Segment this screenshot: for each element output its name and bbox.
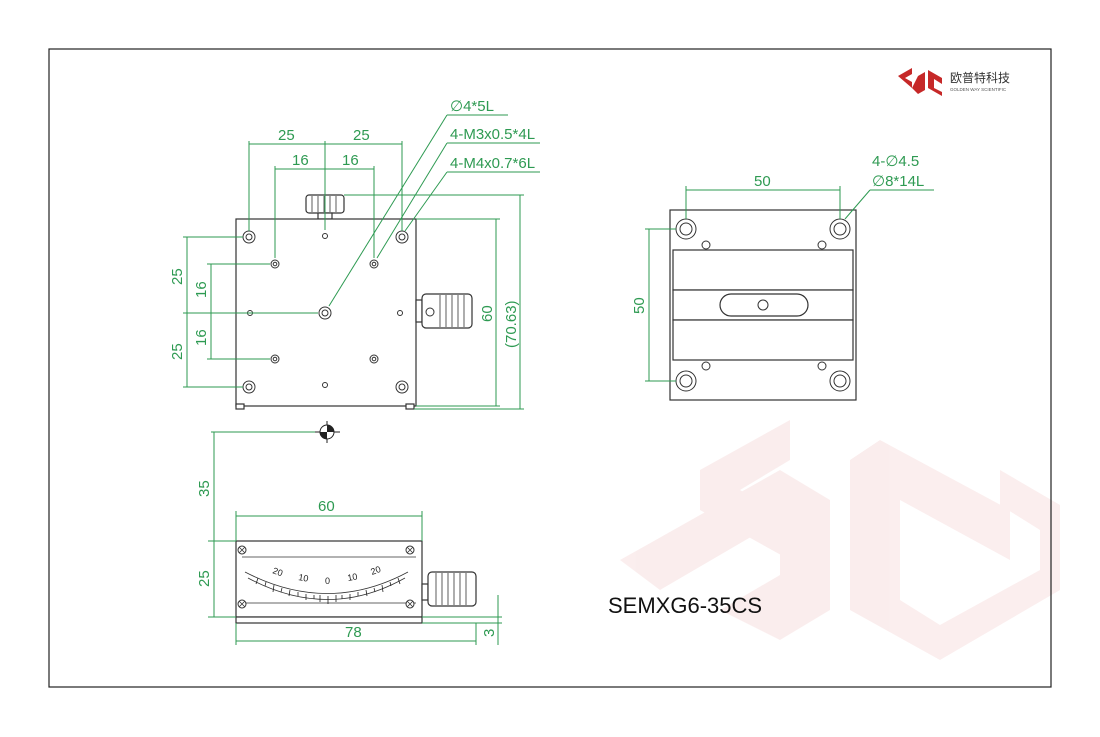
front-screws	[237, 545, 415, 609]
scale-arc	[244, 571, 409, 594]
dim-front-3: 3	[481, 629, 498, 637]
dim-top-16-left: 16	[292, 152, 309, 169]
side-knob-stem	[415, 299, 423, 323]
front-knob	[427, 571, 477, 607]
dim-front-35: 35	[196, 480, 213, 497]
callout-hole: ∅4*5L	[450, 98, 494, 115]
top-view: 25 25 16 16 25 16 16 25 60 (70.63)	[169, 98, 540, 410]
bottom-dimension-lines	[645, 186, 934, 382]
side-knob-screw	[425, 307, 435, 317]
datum-target-icon	[211, 421, 340, 443]
front-view: 20 10 0 10 20 35 60 25	[196, 432, 502, 645]
dim-right-70-63: (70.63)	[503, 300, 520, 348]
callout-leaders	[328, 114, 540, 307]
callout-counterbore: ∅8*14L	[872, 173, 924, 190]
watermark-logo	[620, 420, 1060, 660]
front-body	[235, 540, 423, 618]
counterbore-holes	[675, 218, 851, 392]
bottom-view: 50 50 4-∅4.5 ∅8*14L	[631, 153, 934, 401]
dim-front-60: 60	[318, 498, 335, 515]
model-name: SEMXG6-35CS	[608, 593, 762, 618]
dim-left-16-top: 16	[193, 281, 210, 298]
front-base	[235, 616, 423, 624]
scale-label-left-10: 10	[298, 572, 310, 584]
small-holes	[701, 240, 827, 371]
top-dimension-lines	[248, 141, 403, 258]
front-dimension-lines	[208, 432, 502, 645]
callout-side-holes: 4-∅4.5	[872, 153, 919, 170]
scale-ticks	[255, 577, 401, 604]
top-foot-right	[405, 403, 415, 410]
dim-top-25-left: 25	[278, 127, 295, 144]
callout-m3: 4-M3x0.5*4L	[450, 126, 535, 143]
left-dimension-lines	[183, 236, 318, 388]
company-logo: 欧普特科技 GOLDEN WAY SCIENTIFIC	[898, 68, 1010, 96]
logo-mark-icon	[898, 68, 942, 96]
dim-left-16-bottom: 16	[193, 329, 210, 346]
right-dimension-lines	[344, 194, 524, 410]
dim-front-78: 78	[345, 624, 362, 641]
logo-name-en: GOLDEN WAY SCIENTIFIC	[950, 87, 1007, 92]
dim-side-50-left: 50	[631, 297, 648, 314]
drawing-frame	[48, 48, 1052, 688]
dim-top-25-right: 25	[353, 127, 370, 144]
scale-label-right-10: 10	[347, 571, 359, 583]
m3-holes	[270, 259, 379, 364]
logo-name-cn: 欧普特科技	[950, 70, 1010, 85]
dim-side-50-top: 50	[754, 173, 771, 190]
dim-right-60: 60	[479, 305, 496, 322]
dim-front-25: 25	[196, 570, 213, 587]
top-foot-left	[235, 403, 245, 410]
side-knob	[421, 293, 473, 329]
dim-left-25-top: 25	[169, 268, 186, 285]
dim-left-25-bottom: 25	[169, 343, 186, 360]
dim-top-16-right: 16	[342, 152, 359, 169]
scale-label-zero: 0	[325, 576, 330, 586]
scale-label-right-20: 20	[369, 564, 382, 577]
callout-m4: 4-M4x0.7*6L	[450, 155, 535, 172]
scale-label-left-20: 20	[271, 565, 284, 578]
